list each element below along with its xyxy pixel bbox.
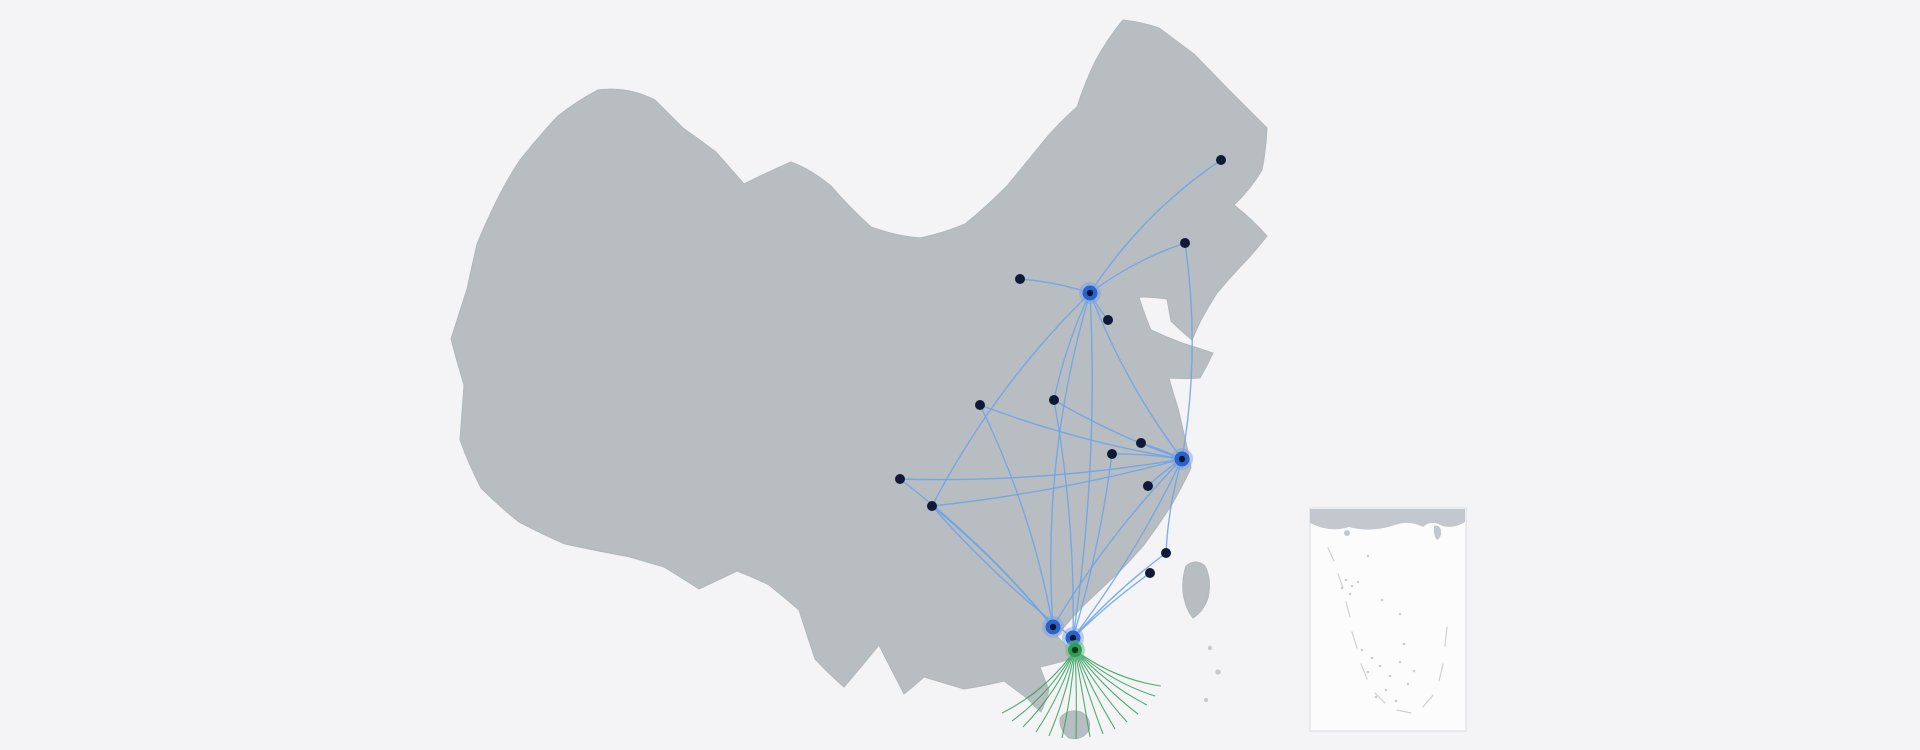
route-line bbox=[979, 404, 1054, 628]
offshore-islet bbox=[1207, 645, 1213, 651]
inset-dash-segment bbox=[1444, 626, 1448, 647]
route-line bbox=[1072, 292, 1093, 639]
inset-dash-segment bbox=[1438, 663, 1444, 682]
inset-island-dot bbox=[1398, 660, 1402, 664]
hub-core bbox=[1178, 455, 1186, 463]
inset-frame bbox=[1309, 507, 1467, 732]
south-china-sea-inset bbox=[1309, 507, 1467, 732]
inset-island-dot bbox=[1356, 580, 1360, 584]
inset-dash-segment bbox=[1337, 573, 1344, 589]
city-dot[interactable] bbox=[895, 474, 905, 484]
city-dot[interactable] bbox=[1143, 481, 1153, 491]
inset-taiwan bbox=[1433, 525, 1442, 540]
city-dot[interactable] bbox=[1180, 238, 1190, 248]
route-line bbox=[1089, 159, 1222, 294]
inset-dash-segment bbox=[1345, 601, 1351, 618]
inset-dash-segment bbox=[1351, 631, 1358, 649]
route-line bbox=[1053, 399, 1074, 639]
inset-coastline bbox=[1310, 509, 1465, 530]
inset-island-dot bbox=[1380, 598, 1384, 602]
city-dot[interactable] bbox=[1136, 438, 1146, 448]
inset-island-dot bbox=[1406, 682, 1410, 686]
city-dot[interactable] bbox=[1103, 315, 1113, 325]
inset-island-dot bbox=[1370, 656, 1374, 660]
city-dot[interactable] bbox=[1015, 274, 1025, 284]
city-dot[interactable] bbox=[1049, 395, 1059, 405]
cities-layer bbox=[895, 155, 1226, 660]
city-dot[interactable] bbox=[927, 501, 937, 511]
route-line bbox=[1053, 399, 1183, 460]
inset-island-dot bbox=[1350, 584, 1354, 588]
inset-island-dot bbox=[1384, 688, 1388, 692]
offshore-islet bbox=[1215, 669, 1221, 675]
offshore-islets-layer bbox=[1204, 645, 1221, 702]
inset-island-dot bbox=[1388, 674, 1392, 678]
route-line bbox=[1072, 458, 1183, 639]
inset-island-dot bbox=[1348, 592, 1352, 596]
inset-dash-segment bbox=[1422, 694, 1434, 708]
inset-islands-layer bbox=[1340, 554, 1416, 703]
hub-core bbox=[1069, 634, 1077, 642]
route-line bbox=[1072, 453, 1113, 639]
route-line bbox=[1089, 242, 1186, 294]
inset-island-dot bbox=[1374, 695, 1378, 699]
route-line bbox=[899, 458, 1183, 481]
inset-island-dot bbox=[1366, 670, 1370, 674]
inset-island-dot bbox=[1394, 699, 1398, 703]
inset-dash-segment bbox=[1396, 709, 1412, 714]
route-line bbox=[931, 458, 1183, 507]
route-line bbox=[1072, 552, 1167, 639]
inset-island-dot bbox=[1344, 578, 1348, 582]
inset-island-dot bbox=[1412, 669, 1416, 673]
inset-dash-segment bbox=[1374, 692, 1386, 704]
green-hub-core bbox=[1071, 646, 1079, 654]
route-line bbox=[1050, 292, 1091, 628]
inset-island-dot bbox=[1366, 554, 1370, 558]
city-dot[interactable] bbox=[1107, 449, 1117, 459]
city-dot[interactable] bbox=[1145, 568, 1155, 578]
route-line bbox=[1053, 292, 1091, 401]
inset-island-dot bbox=[1378, 664, 1382, 668]
inset-dash-line-layer bbox=[1327, 547, 1448, 714]
route-line bbox=[1181, 242, 1193, 460]
hub-core bbox=[1086, 289, 1094, 297]
city-dot[interactable] bbox=[1161, 548, 1171, 558]
inset-dash-segment bbox=[1360, 663, 1368, 680]
city-dot[interactable] bbox=[1216, 155, 1226, 165]
routes-layer bbox=[899, 159, 1222, 639]
offshore-islet bbox=[1204, 698, 1208, 702]
route-line bbox=[1052, 458, 1183, 628]
taiwan-island bbox=[1182, 561, 1210, 619]
route-line bbox=[979, 404, 1183, 460]
inset-island-dot bbox=[1340, 586, 1344, 590]
inset-island-dot bbox=[1398, 612, 1402, 616]
route-line bbox=[931, 292, 1091, 507]
inset-island-dot bbox=[1402, 642, 1406, 646]
hub-core bbox=[1049, 623, 1057, 631]
inset-island-dot bbox=[1360, 648, 1364, 652]
city-dot[interactable] bbox=[975, 400, 985, 410]
inset-hainan bbox=[1344, 530, 1350, 536]
inset-dash-segment bbox=[1327, 547, 1335, 562]
route-line bbox=[1089, 292, 1183, 460]
